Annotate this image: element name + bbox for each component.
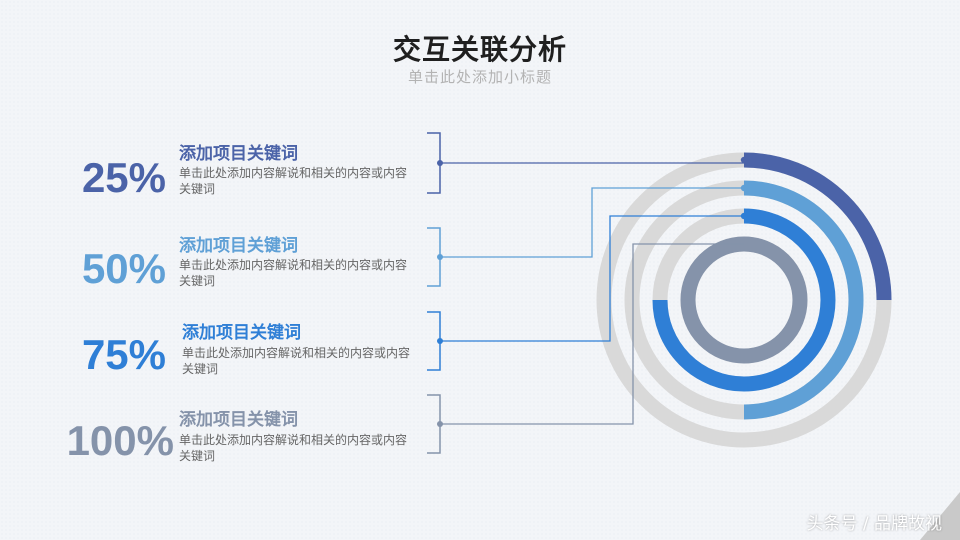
percent-label-1: 25%: [81, 154, 166, 201]
connector-line-2: [440, 187, 744, 258]
item-desc-3: 单击此处添加内容解说和相关的内容或内容关键词: [182, 346, 411, 376]
page-corner-fold: [920, 492, 960, 540]
page-title: 交互关联分析: [392, 33, 567, 66]
arc-start-dot-1: [740, 156, 748, 164]
ring-arc-1: [743, 152, 892, 301]
item-title-4: 添加项目关键词: [179, 410, 298, 430]
item-title-2: 添加项目关键词: [179, 236, 298, 256]
arc-start-dot-3: [740, 212, 748, 220]
connector-line-4: [440, 243, 744, 425]
ring-arc-3: [652, 208, 836, 392]
percent-label-3: 75%: [81, 331, 166, 378]
percent-label-2: 50%: [81, 245, 166, 292]
page-subtitle: 单击此处添加小标题: [407, 68, 552, 86]
item-desc-1: 单击此处添加内容解说和相关的内容或内容关键词: [179, 166, 408, 196]
item-desc-4: 单击此处添加内容解说和相关的内容或内容关键词: [179, 433, 408, 463]
watermark-text: 头条号 / 品牌故视: [806, 514, 942, 534]
connector-line-3: [440, 215, 744, 342]
ring-arc-4: [680, 236, 808, 364]
arc-start-dot-2: [740, 184, 748, 192]
item-title-3: 添加项目关键词: [182, 323, 301, 343]
percent-label-4: 100%: [66, 417, 174, 464]
item-desc-2: 单击此处添加内容解说和相关的内容或内容关键词: [179, 258, 408, 288]
ring-arc-2: [743, 180, 864, 420]
item-title-1: 添加项目关键词: [179, 144, 298, 164]
